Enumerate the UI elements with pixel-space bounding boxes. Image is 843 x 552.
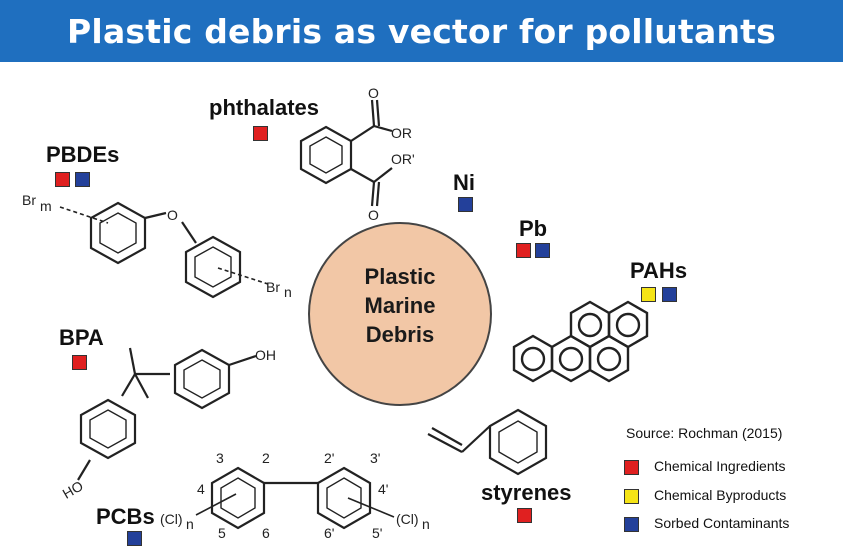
- br-m-label: Br: [22, 192, 36, 208]
- title-banner: Plastic debris as vector for pollutants: [0, 0, 843, 62]
- pcb-position-5: 5: [218, 525, 226, 541]
- styrenes-ingredient-square: [517, 508, 532, 523]
- ester-or-label: OR: [391, 125, 412, 141]
- legend-item-ingredients: Chemical Ingredients: [654, 458, 786, 474]
- pollutant-bpa-label: BPA: [59, 325, 104, 350]
- pb-sorbed-square: [535, 243, 550, 258]
- bpa-ingredient-square: [72, 355, 87, 370]
- pollutant-pb-label: Pb: [519, 216, 548, 241]
- carbonyl-o-label-2: O: [368, 207, 379, 223]
- legend-red-swatch: [624, 460, 639, 475]
- pb-ingredient-square: [516, 243, 531, 258]
- pbde-molecule: [59, 201, 269, 299]
- plastic-marine-debris-label: Plastic Marine Debris: [315, 262, 485, 349]
- legend-blue-swatch: [624, 517, 639, 532]
- center-line-2: Marine: [364, 293, 436, 318]
- pcb-position-3-prime: 3': [370, 450, 380, 466]
- pollutant-phthalates-label: phthalates: [209, 95, 320, 120]
- legend-item-byproducts: Chemical Byproducts: [654, 487, 787, 503]
- carbonyl-o-label-1: O: [368, 85, 379, 101]
- pollutant-styrenes-label: styrenes: [481, 480, 572, 505]
- center-line-1: Plastic: [364, 264, 436, 289]
- styrene-molecule: [427, 408, 548, 476]
- br-m-subscript: m: [40, 198, 52, 214]
- pbdes-ingredient-square: [55, 172, 70, 187]
- pcb-cl-left-label: (Cl): [160, 511, 183, 527]
- pcb-molecule: [195, 466, 395, 530]
- ester-or-prime-label: OR': [391, 151, 415, 167]
- center-line-3: Debris: [365, 322, 435, 347]
- pollutant-pcbs-label: PCBs: [96, 504, 155, 529]
- pollutant-pbdes-label: PBDEs: [46, 142, 120, 167]
- legend-yellow-swatch: [624, 489, 639, 504]
- pcb-position-5-prime: 5': [372, 525, 382, 541]
- page-title: Plastic debris as vector for pollutants: [67, 11, 776, 51]
- ether-o-label: O: [167, 207, 178, 223]
- pollutant-ni-label: Ni: [453, 170, 475, 195]
- phthalate-molecule: [299, 99, 393, 207]
- pollutant-pahs-label: PAHs: [630, 258, 688, 283]
- pcb-position-3: 3: [216, 450, 224, 466]
- br-n-subscript: n: [284, 284, 292, 300]
- pcb-position-6: 6: [262, 525, 270, 541]
- plastic-debris-circle: [308, 222, 492, 406]
- pcb-cl-right-label: (Cl): [396, 511, 419, 527]
- pcb-position-4-prime: 4': [378, 481, 388, 497]
- bpa-ho-label: HO: [60, 477, 86, 501]
- ni-sorbed-square: [458, 197, 473, 212]
- br-n-label: Br: [266, 279, 280, 295]
- pcb-position-6-prime: 6': [324, 525, 334, 541]
- bpa-molecule: [77, 347, 257, 481]
- pbdes-sorbed-square: [75, 172, 90, 187]
- pahs-byproduct-square: [641, 287, 656, 302]
- pcb-position-2-prime: 2': [324, 450, 334, 466]
- phthalates-ingredient-square: [253, 126, 268, 141]
- pahs-sorbed-square: [662, 287, 677, 302]
- pah-molecule: [512, 300, 649, 383]
- pcb-cl-left-subscript: n: [186, 516, 194, 532]
- source-citation: Source: Rochman (2015): [626, 425, 783, 441]
- pcb-cl-right-subscript: n: [422, 516, 430, 532]
- bpa-oh-label: OH: [255, 347, 276, 363]
- legend-item-sorbed: Sorbed Contaminants: [654, 515, 790, 531]
- pcb-position-2: 2: [262, 450, 270, 466]
- pcbs-sorbed-square: [127, 531, 142, 546]
- pcb-position-4: 4: [197, 481, 205, 497]
